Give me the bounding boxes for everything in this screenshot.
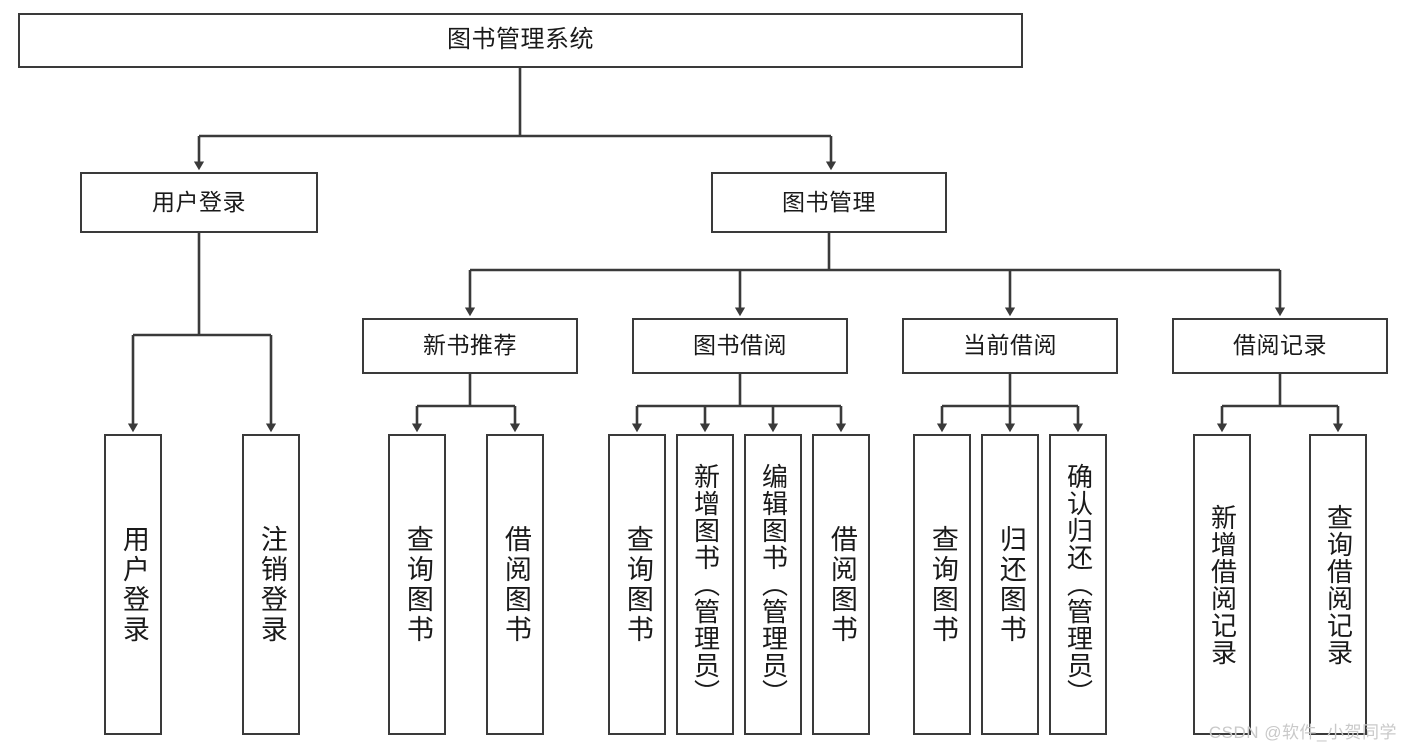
node-book-borrow[interactable]: 图书借阅: [632, 318, 848, 374]
node-label: 归还图书: [995, 524, 1026, 645]
leaf-new-book-query-book[interactable]: 查询图书: [388, 434, 446, 735]
leaf-book-borrow-edit-book-admin[interactable]: 编辑图书（管理员）: [744, 434, 802, 735]
leaf-new-book-borrow-book[interactable]: 借阅图书: [486, 434, 544, 735]
node-label: 新书推荐: [423, 332, 517, 359]
leaf-borrow-record-query-record[interactable]: 查询借阅记录: [1309, 434, 1367, 735]
leaf-book-borrow-query-book[interactable]: 查询图书: [608, 434, 666, 735]
leaf-user-login[interactable]: 用户登录: [104, 434, 162, 735]
node-label: 注销登录: [256, 524, 287, 645]
node-label: 当前借阅: [963, 332, 1057, 359]
node-label: 确认归还（管理员）: [1063, 463, 1094, 706]
node-label: 图书借阅: [693, 332, 787, 359]
node-label: 查询借阅记录: [1323, 503, 1354, 666]
leaf-book-borrow-borrow-book[interactable]: 借阅图书: [812, 434, 870, 735]
leaf-current-borrow-query-book[interactable]: 查询图书: [913, 434, 971, 735]
node-label: 编辑图书（管理员）: [758, 463, 789, 706]
node-label: 图书管理系统: [447, 26, 594, 54]
node-root-book-management-system[interactable]: 图书管理系统: [18, 13, 1023, 68]
leaf-logout-login[interactable]: 注销登录: [242, 434, 300, 735]
node-label: 借阅记录: [1233, 332, 1327, 359]
leaf-borrow-record-add-record[interactable]: 新增借阅记录: [1193, 434, 1251, 735]
node-label: 新增借阅记录: [1207, 503, 1238, 666]
leaf-current-borrow-confirm-return-admin[interactable]: 确认归还（管理员）: [1049, 434, 1107, 735]
node-user-login[interactable]: 用户登录: [80, 172, 318, 233]
node-label: 借阅图书: [826, 524, 857, 645]
node-label: 查询图书: [622, 524, 653, 645]
node-label: 查询图书: [402, 524, 433, 645]
node-label: 新增图书（管理员）: [690, 463, 721, 706]
node-label: 图书管理: [782, 188, 876, 215]
node-new-book-recommend[interactable]: 新书推荐: [362, 318, 578, 374]
node-label: 用户登录: [152, 188, 246, 215]
node-current-borrow[interactable]: 当前借阅: [902, 318, 1118, 374]
node-label: 用户登录: [118, 524, 149, 645]
node-label: 查询图书: [927, 524, 958, 645]
node-borrow-record[interactable]: 借阅记录: [1172, 318, 1388, 374]
node-book-management[interactable]: 图书管理: [711, 172, 947, 233]
node-label: 借阅图书: [500, 524, 531, 645]
leaf-current-borrow-return-book[interactable]: 归还图书: [981, 434, 1039, 735]
leaf-book-borrow-add-book-admin[interactable]: 新增图书（管理员）: [676, 434, 734, 735]
